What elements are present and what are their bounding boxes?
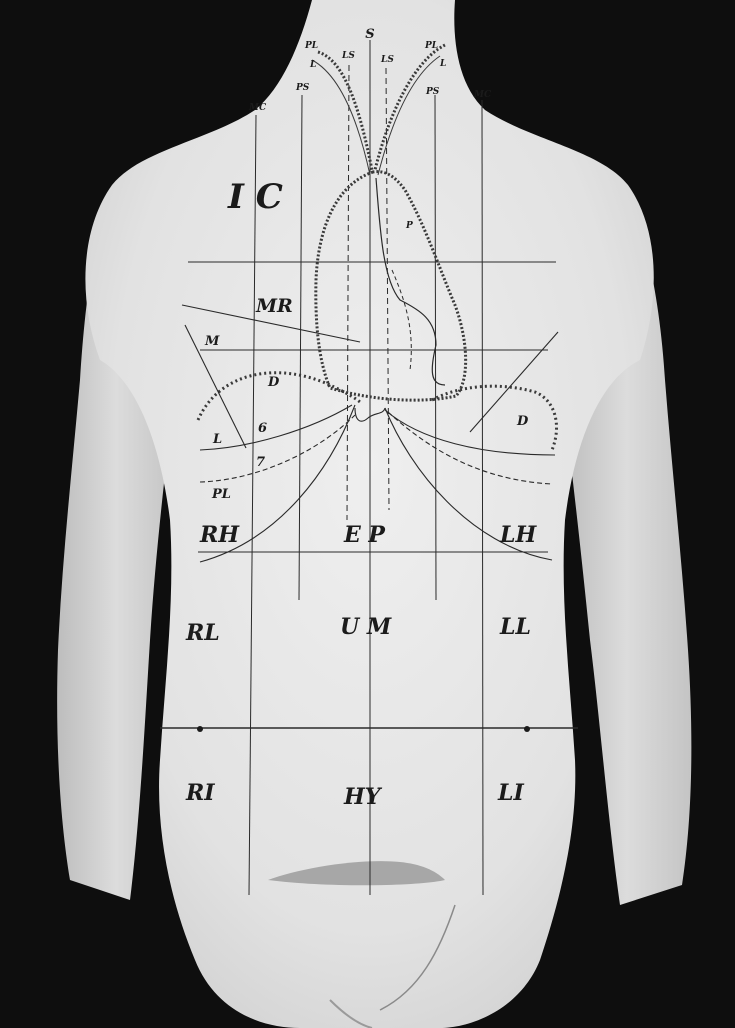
label-pl-lower: PL xyxy=(211,487,231,502)
label-mc-left: MC xyxy=(473,90,492,100)
label-s: S xyxy=(365,27,374,42)
label-d-left: D xyxy=(516,414,529,429)
anterior-superior-spine-left xyxy=(524,726,530,732)
label-li: LI xyxy=(497,780,524,806)
label-rl: RL xyxy=(185,620,220,646)
label-ri: RI xyxy=(185,780,215,806)
label-pl-left: PL xyxy=(424,41,438,51)
label-m: M xyxy=(204,334,220,349)
label-ll: LL xyxy=(499,614,531,640)
label-seven: 7 xyxy=(256,455,265,470)
label-um: U M xyxy=(340,614,392,640)
label-ls-left: LS xyxy=(380,55,394,65)
anterior-superior-spine-right xyxy=(197,726,203,732)
label-lh: LH xyxy=(499,522,537,548)
label-hy: HY xyxy=(343,784,383,810)
label-mc-right: MC xyxy=(248,103,267,113)
label-pl-right: PL xyxy=(304,41,318,51)
label-ls-right: LS xyxy=(341,51,355,61)
label-ps-left: PS xyxy=(425,87,440,97)
label-l-left: L xyxy=(439,59,446,69)
label-mr: MR xyxy=(255,295,293,317)
label-p: P xyxy=(405,221,413,231)
label-rh: RH xyxy=(199,522,240,548)
label-l-lower: L xyxy=(212,432,222,447)
label-ic: I C xyxy=(227,177,283,217)
label-ep: E P xyxy=(343,522,386,548)
label-ps-right: PS xyxy=(295,83,310,93)
label-d-right: D xyxy=(267,375,280,390)
label-six: 6 xyxy=(258,421,267,436)
label-l-right: L xyxy=(309,60,316,70)
